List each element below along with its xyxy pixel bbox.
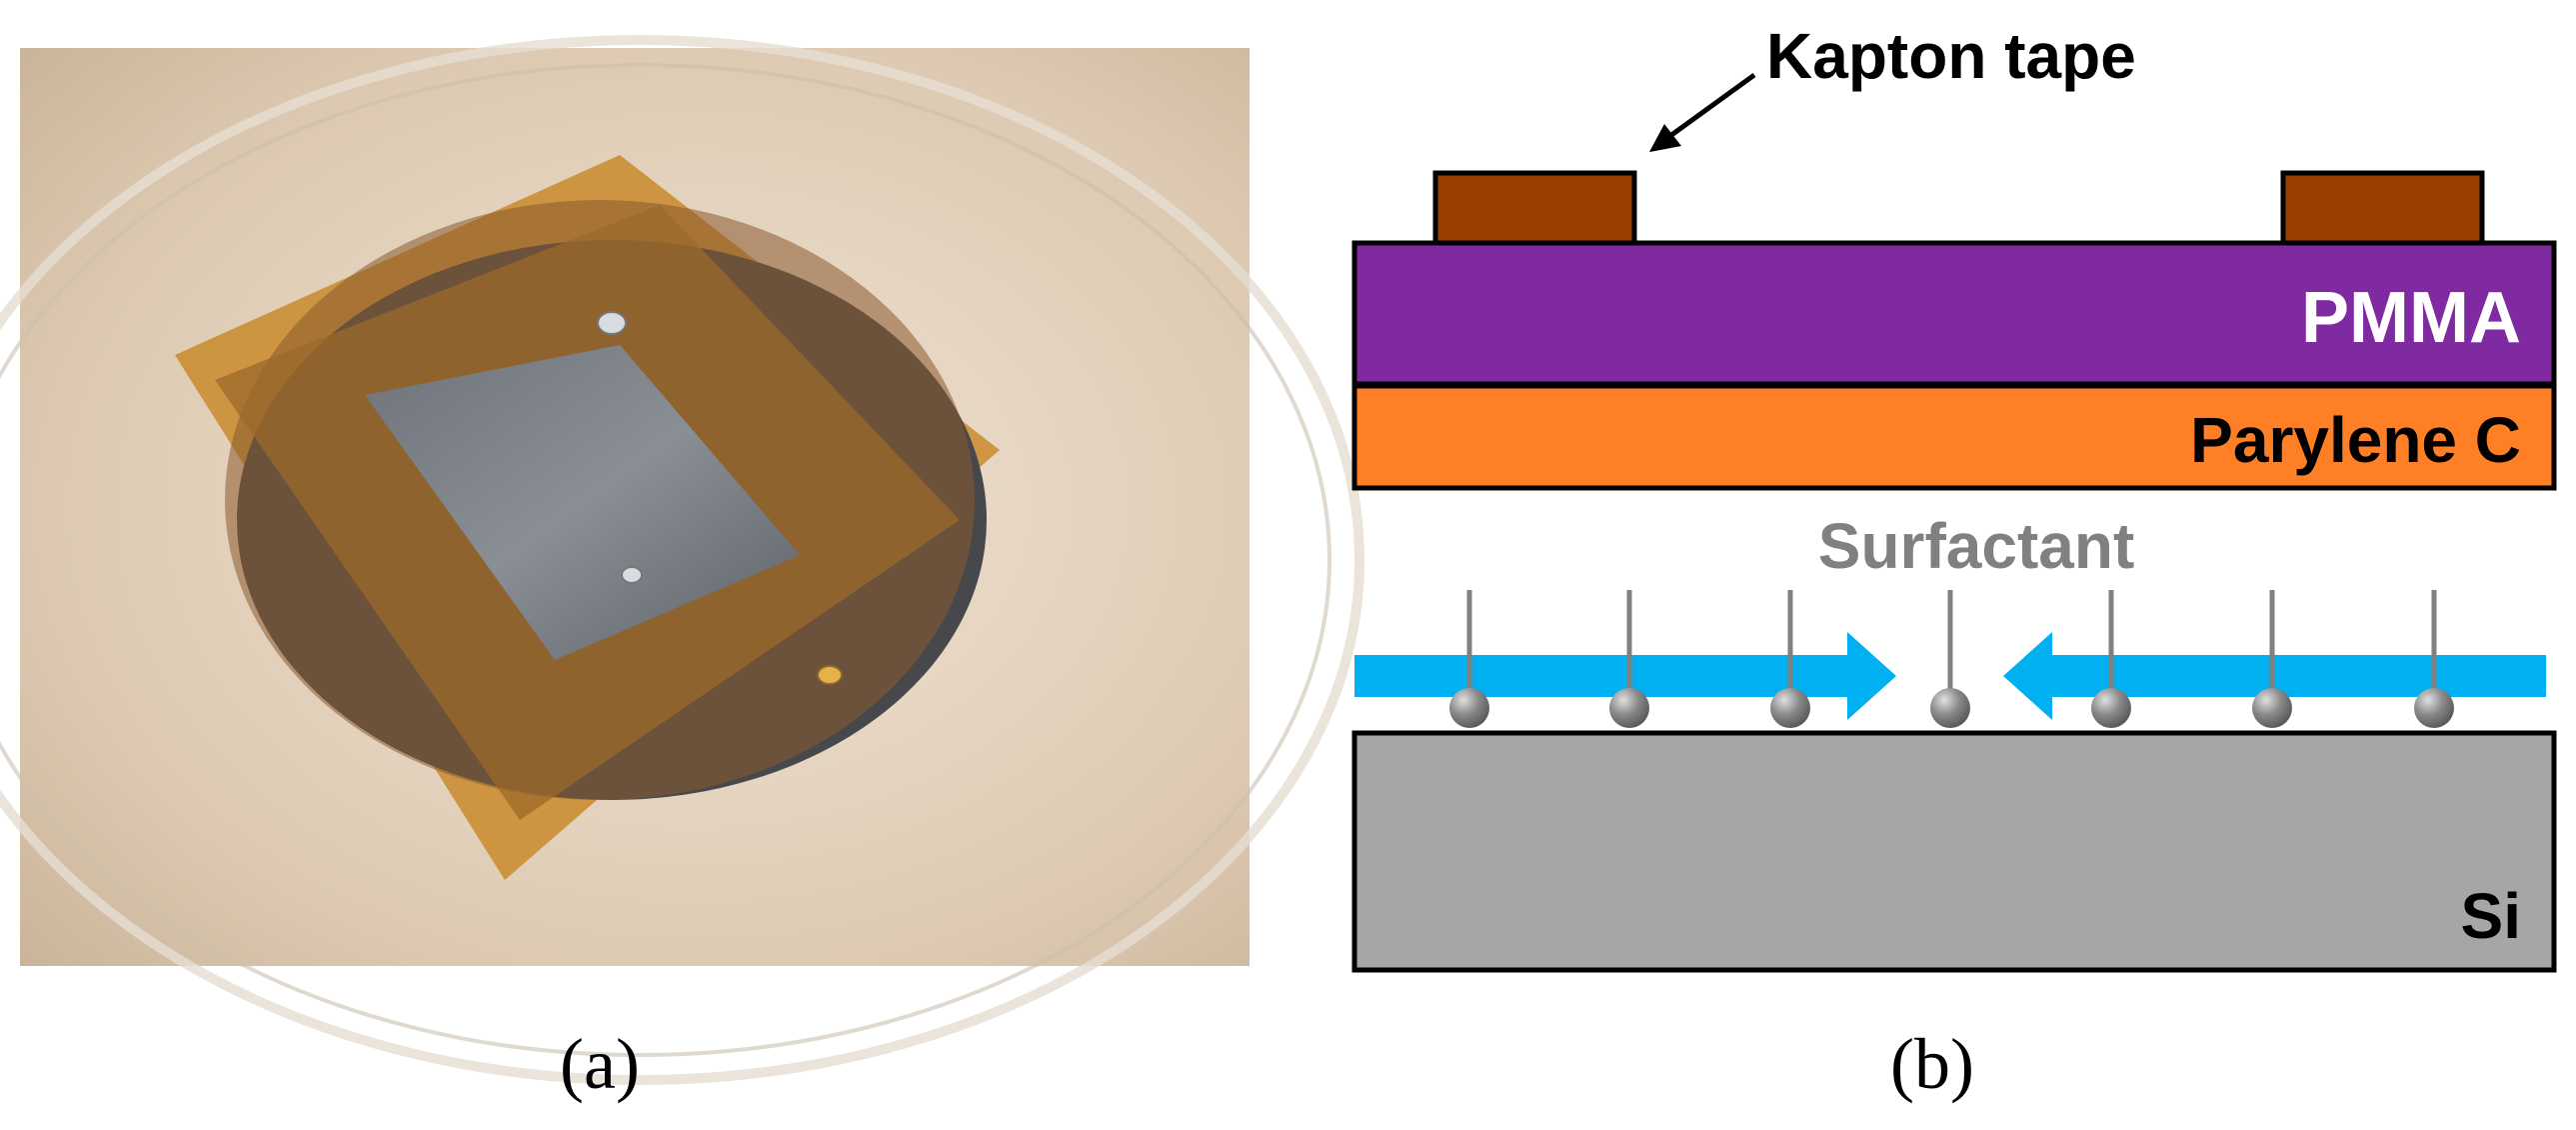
surfactant-label: Surfactant [1818, 510, 2135, 582]
kapton-pointer-arrowhead [1649, 124, 1681, 152]
pmma-label: PMMA [2301, 278, 2521, 358]
panel-b-label: (b) [1890, 1024, 1974, 1104]
parylene-label: Parylene C [2190, 404, 2521, 476]
surfactant-head [2414, 688, 2454, 728]
droplet [598, 312, 626, 334]
kapton-tape-left [1435, 173, 1634, 243]
surfactant-head [1449, 688, 1489, 728]
surfactant-head [1609, 688, 1649, 728]
panel-a-photo [0, 40, 1359, 1080]
surfactant-head [2091, 688, 2131, 728]
kapton-label: Kapton tape [1766, 20, 2136, 92]
kapton-pointer-line [1667, 75, 1754, 138]
surfactant-head [1770, 688, 1810, 728]
droplet [818, 666, 842, 684]
panel-b-diagram: Kapton tape PMMA Parylene C Surfactant [1354, 20, 2554, 970]
panel-a-label: (a) [560, 1024, 640, 1104]
si-substrate [1354, 733, 2554, 970]
kapton-tape-right [2283, 173, 2482, 243]
surfactant-head [2252, 688, 2292, 728]
si-label: Si [2461, 880, 2521, 952]
droplet [622, 567, 642, 583]
surfactant-head [1930, 688, 1970, 728]
